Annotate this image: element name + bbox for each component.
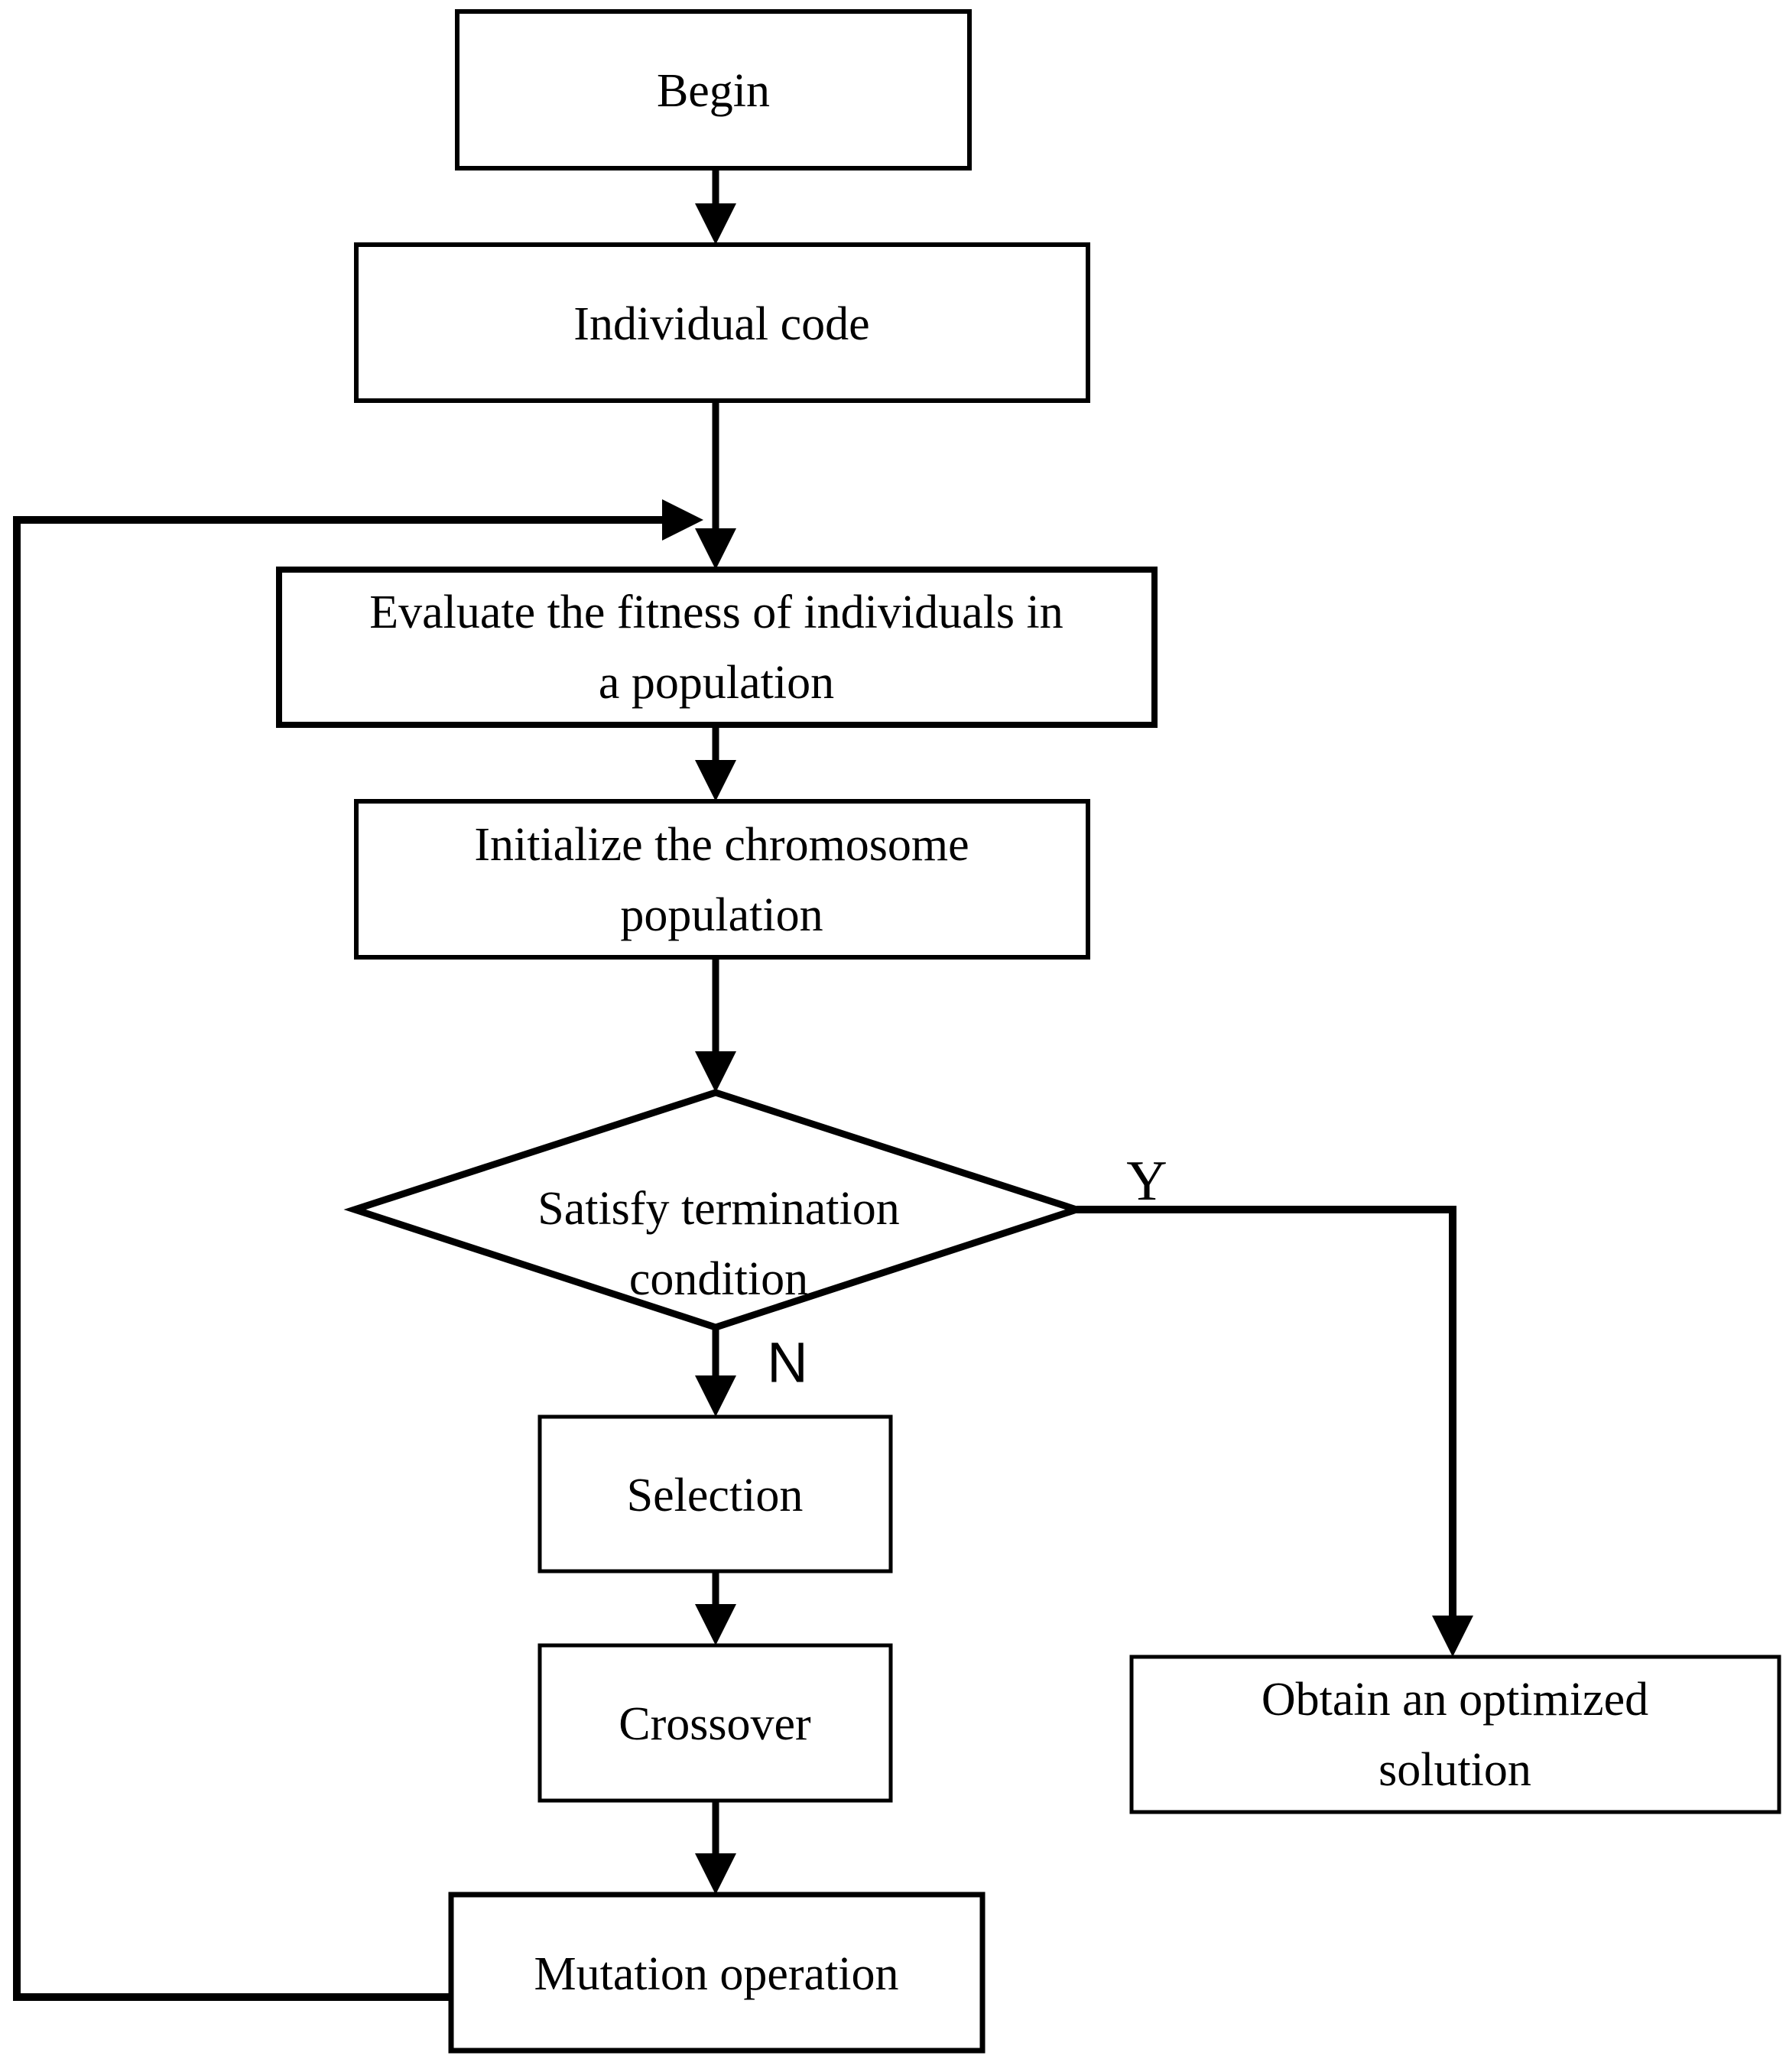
- arrowhead-down-icon: [695, 528, 736, 570]
- edge-decision-no-to-selection: [695, 1327, 736, 1417]
- evaluate-fitness-node: [276, 567, 1158, 728]
- begin-label: Begin: [657, 65, 770, 117]
- termination-decision-diamond: [343, 1089, 1088, 1331]
- evaluate-fitness-label-line2: a population: [599, 657, 834, 709]
- edge-crossover-to-mutation: [695, 1801, 736, 1895]
- arrowhead-down-icon: [1432, 1616, 1473, 1657]
- crossover-node: [537, 1643, 893, 1803]
- selection-node: [537, 1414, 893, 1573]
- termination-decision-label-line1: Satisfy termination: [537, 1183, 900, 1235]
- no-branch-label: N: [767, 1331, 807, 1395]
- arrowhead-down-icon: [695, 1375, 736, 1417]
- mutation-operation-label: Mutation operation: [534, 1948, 899, 2000]
- obtain-solution-node: [1129, 1655, 1781, 1814]
- arrowhead-down-icon: [695, 203, 736, 245]
- termination-decision-label-line2: condition: [629, 1253, 808, 1305]
- edge-initialize-to-decision: [695, 957, 736, 1093]
- mutation-operation-node: [448, 1892, 986, 2054]
- individual-code-label: Individual code: [573, 298, 869, 350]
- individual-code-node: [354, 242, 1090, 403]
- edge-selection-to-crossover: [695, 1571, 736, 1645]
- crossover-label: Crossover: [619, 1698, 811, 1750]
- begin-node: [455, 9, 972, 171]
- arrowhead-down-icon: [695, 1051, 736, 1093]
- evaluate-fitness-label-line1: Evaluate the fitness of individuals in: [369, 586, 1063, 638]
- obtain-solution-label-line2: solution: [1378, 1744, 1531, 1796]
- arrowhead-down-icon: [695, 1604, 736, 1645]
- arrowhead-down-icon: [695, 1853, 736, 1895]
- arrowhead-right-icon: [662, 499, 703, 541]
- initialize-population-label-line2: population: [620, 889, 823, 941]
- obtain-solution-label-line1: Obtain an optimized: [1262, 1674, 1648, 1726]
- initialize-population-node: [354, 799, 1090, 960]
- edge-decision-yes-to-obtain: [1076, 1206, 1473, 1657]
- edge-feedback-loop: [13, 499, 703, 2001]
- initialize-population-label-line1: Initialize the chromosome: [474, 819, 969, 871]
- edge-evaluate-to-initialize: [695, 725, 736, 801]
- arrowhead-down-icon: [695, 760, 736, 801]
- edge-individual-to-evaluate: [695, 401, 736, 570]
- selection-label: Selection: [627, 1470, 804, 1522]
- yes-branch-label: Y: [1126, 1150, 1167, 1213]
- edge-begin-to-individual: [695, 168, 736, 245]
